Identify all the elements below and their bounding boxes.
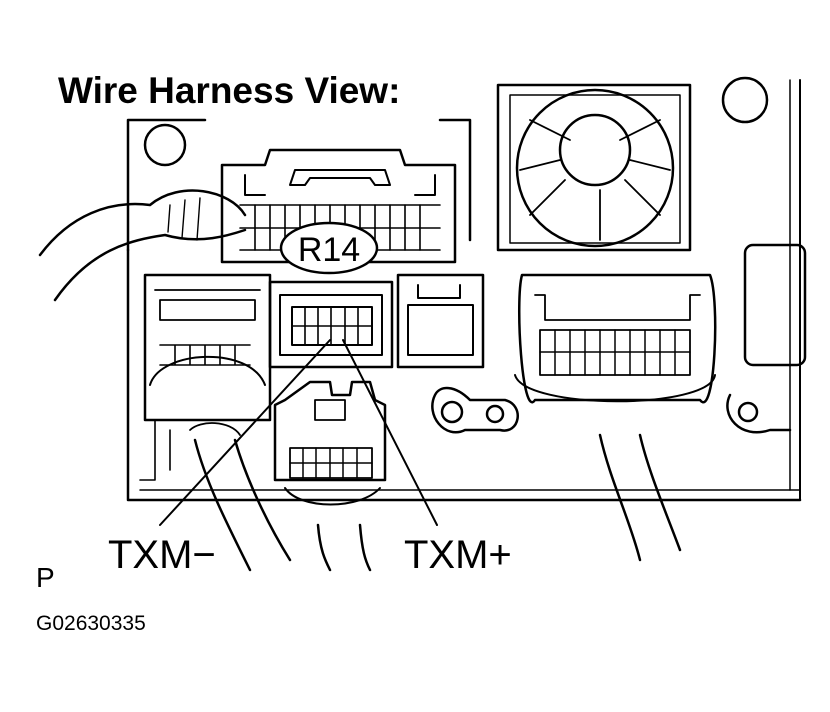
r14-callout: [279, 221, 379, 275]
corner-mark: P: [36, 562, 55, 593]
mating-plug: [273, 380, 387, 506]
side-bracket: [743, 243, 807, 367]
wire-bundle-center: [316, 523, 372, 572]
wire-bundle-right: [598, 433, 682, 562]
panel-outline: [126, 118, 472, 252]
wire-bundle-top-left: [38, 189, 247, 302]
leader-txm-minus: [159, 339, 331, 526]
right-connector: [514, 273, 717, 404]
pin-label-txm-plus: TXM+: [404, 533, 512, 577]
mount-hole-top-right: [721, 76, 769, 124]
wire-bundle-left: [193, 438, 292, 572]
panel-bottom-edge: [126, 248, 802, 502]
r14-connector: [268, 280, 394, 369]
connector-label: R14: [298, 231, 360, 269]
left-connector: [143, 273, 272, 422]
diagram-title: Wire Harness View:: [58, 70, 401, 111]
mounting-bracket: [431, 386, 792, 434]
leader-txm-plus: [342, 339, 438, 526]
pin-label-txm-minus: TXM−: [108, 533, 216, 577]
figure-id: G02630335: [36, 612, 146, 635]
small-square-connector: [396, 273, 485, 369]
cooling-fan: [496, 83, 692, 252]
mount-hole-left: [143, 123, 187, 167]
